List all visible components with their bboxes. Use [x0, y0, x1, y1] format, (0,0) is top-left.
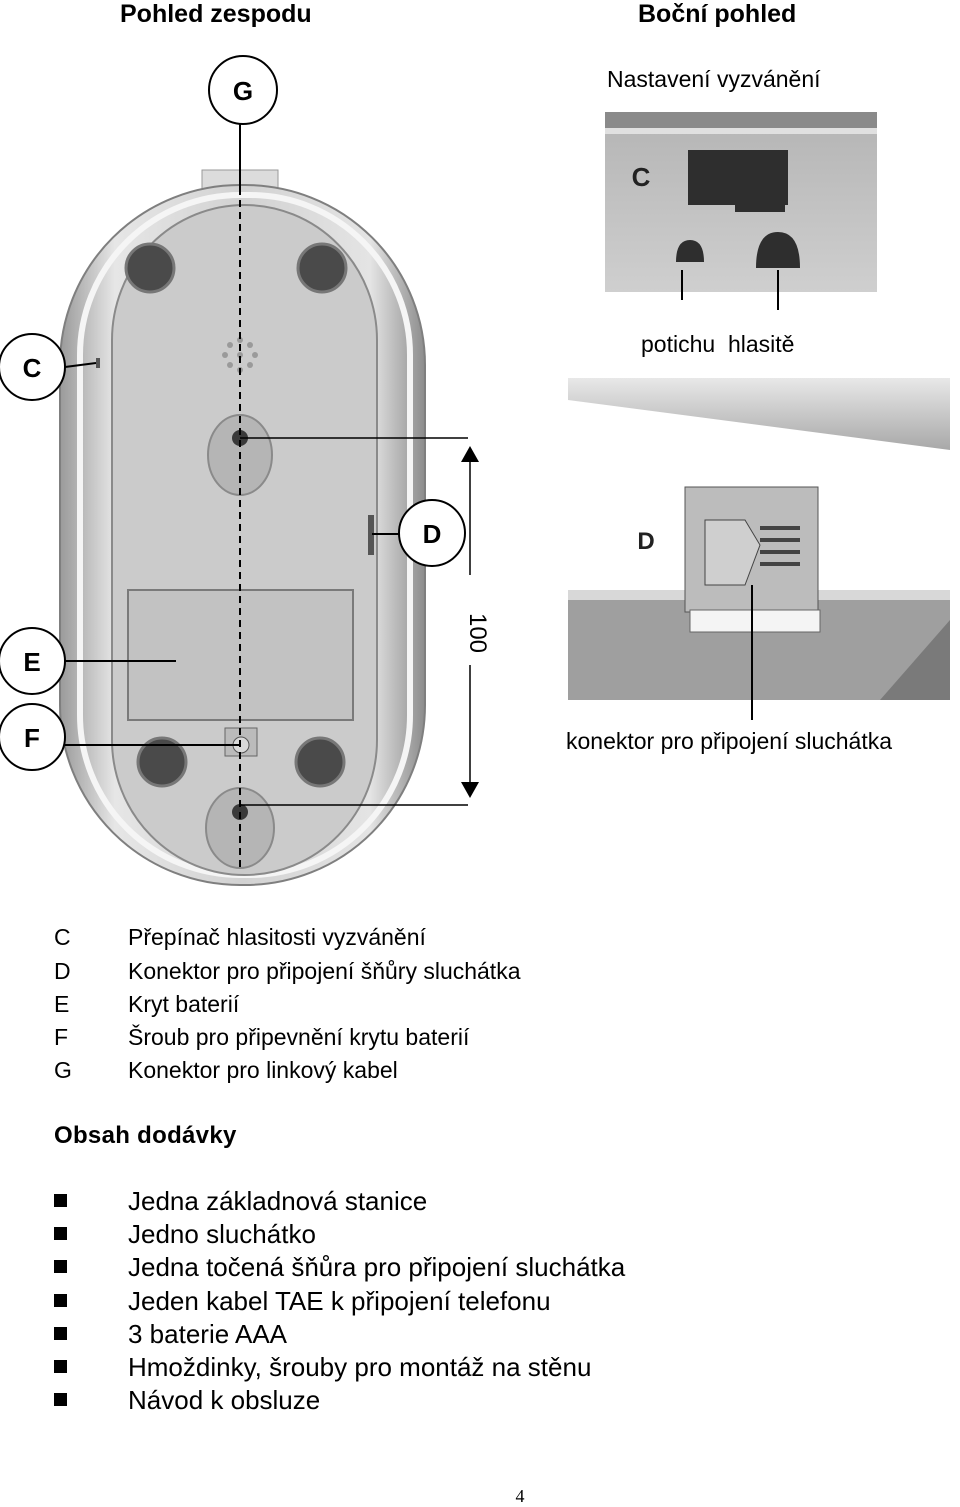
callout-g-label: G — [233, 76, 253, 106]
callout-e-label: E — [23, 647, 40, 677]
bullet-square-icon — [54, 1294, 67, 1307]
list-item-text: Hmoždinky, šrouby pro montáž na stěnu — [128, 1352, 592, 1382]
legend-description: Konektor pro připojení šňůry sluchátka — [128, 958, 521, 984]
dimension-label: 100 — [464, 613, 491, 653]
photo-c-label: C — [632, 162, 651, 192]
bullet-square-icon — [54, 1194, 67, 1207]
list-item-text: 3 baterie AAA — [128, 1319, 287, 1349]
callout-f: F — [0, 703, 240, 771]
photo-d-label: D — [637, 528, 654, 555]
bell-loud-icon — [756, 232, 800, 268]
legend-letter: F — [54, 1024, 69, 1050]
callout-c-label: C — [23, 353, 42, 383]
dimension-indicator — [240, 437, 479, 806]
legend-description: Šroub pro připevnění krytu baterií — [128, 1024, 470, 1050]
list-item-text: Jedno sluchátko — [128, 1219, 316, 1249]
callout-e: E — [0, 627, 176, 695]
handset-connector-photo: D — [568, 378, 950, 720]
legend-description: Konektor pro linkový kabel — [128, 1057, 398, 1083]
device-figure: 100 G C D E F C potichu — [0, 55, 950, 886]
callout-d: D — [372, 499, 466, 567]
bell-quiet-icon — [676, 240, 704, 262]
callout-g: G — [208, 55, 278, 195]
legend-letter: E — [54, 991, 70, 1017]
callout-c: C — [0, 333, 97, 401]
callout-d-label: D — [423, 519, 442, 549]
list-item-text: Jedna základnová stanice — [128, 1186, 428, 1216]
legend-letter: G — [54, 1057, 72, 1083]
bottom-view-heading: Pohled zespodu — [120, 0, 312, 28]
callout-f-label: F — [24, 723, 40, 753]
bullet-square-icon — [54, 1360, 67, 1373]
bullet-square-icon — [54, 1393, 67, 1406]
bullet-square-icon — [54, 1260, 67, 1273]
legend-description: Přepínač hlasitosti vyzvánění — [128, 924, 426, 950]
quiet-loud-caption: potichu hlasitě — [641, 331, 794, 357]
legend-letter: D — [54, 958, 71, 984]
handset-connector-caption: konektor pro připojení sluchátka — [566, 728, 892, 754]
list-item-text: Návod k obsluze — [128, 1385, 321, 1415]
list-item-text: Jedna točená šňůra pro připojení sluchát… — [128, 1252, 626, 1282]
page-number: 4 — [515, 1486, 525, 1506]
ringer-switch-photo: C — [605, 112, 877, 310]
bullet-square-icon — [54, 1227, 67, 1240]
phone-base-bottom-view — [59, 169, 426, 886]
bullet-square-icon — [54, 1327, 67, 1340]
side-view-heading: Boční pohled — [638, 0, 797, 28]
legend-letter: C — [54, 924, 71, 950]
ringer-setting-caption: Nastavení vyzvánění — [607, 66, 821, 92]
package-contents-title: Obsah dodávky — [54, 1122, 237, 1149]
legend-description: Kryt baterií — [128, 991, 240, 1017]
list-item-text: Jeden kabel TAE k připojení telefonu — [128, 1286, 551, 1316]
